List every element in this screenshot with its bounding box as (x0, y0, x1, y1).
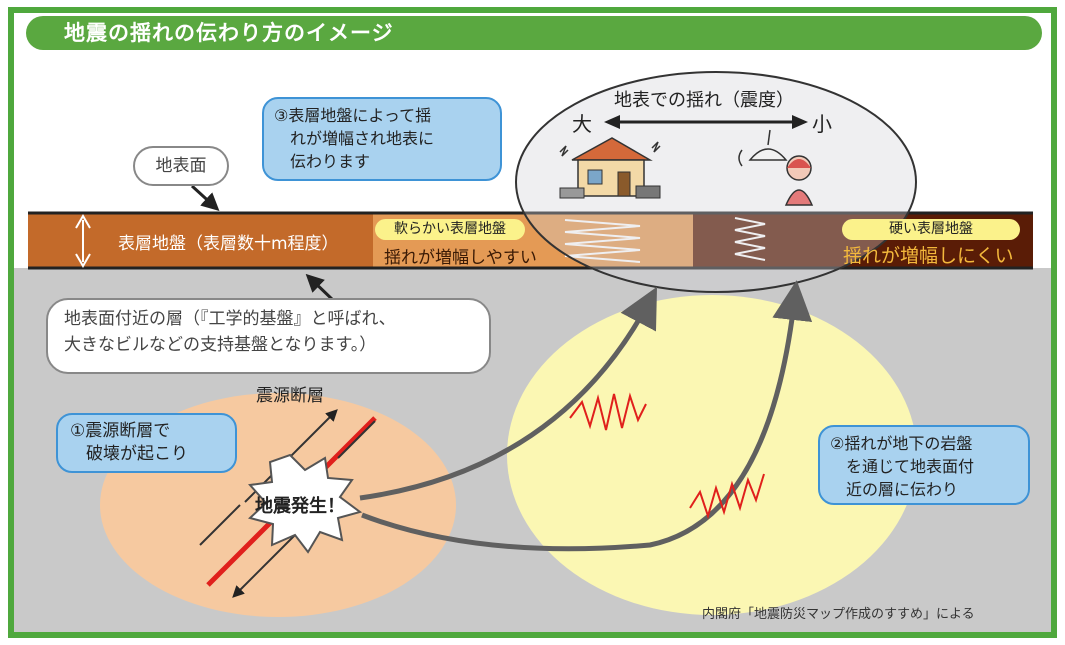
person-icon (784, 155, 814, 206)
earthquake-burst (247, 453, 363, 554)
hard-layer-badge: 硬い表層地盤 (842, 219, 1020, 240)
soft-layer-badge: 軟らかい表層地盤 (375, 219, 525, 240)
step2-callout: ②揺れが地下の岩盤 を通じて地表面付 近の層に伝わり (818, 425, 1030, 505)
propagation-zone (507, 295, 917, 615)
seismic-wave-large (569, 392, 647, 431)
title-bar (26, 16, 1042, 50)
ground-surface-label: 地表面 (133, 146, 229, 186)
earthquake-label: 地震発生！ (255, 496, 345, 517)
source-credit: 内閣府「地震防災マップ作成のすすめ」による (702, 607, 975, 622)
soft-layer-description: 揺れが増幅しやすい (384, 248, 537, 268)
swinging-lamp-icon (738, 129, 788, 167)
wave-path-to-hard-ground (361, 280, 813, 552)
small-label: 小 (812, 112, 832, 136)
step1-callout: ①震源断層で 破壊が起こり (56, 413, 237, 473)
seismic-wave-small (689, 473, 765, 520)
hard-shake-wave (734, 217, 766, 261)
fault-label: 震源断層 (256, 386, 324, 406)
surface-layer-label: 表層地盤（表層数十m程度） (118, 234, 339, 254)
engineering-base-callout: 地表面付近の層（『工学的基盤』と呼ばれ、 大きなビルなどの支持基盤となります。） (46, 298, 491, 374)
diagram-title: 地震の揺れの伝わり方のイメージ (64, 21, 394, 45)
ground-surface-pointer (190, 184, 220, 212)
soft-shake-wave (564, 219, 641, 263)
step3-callout: ③表層地盤によって揺 れが増幅され地表に 伝わります (262, 97, 502, 181)
large-label: 大 (572, 112, 592, 136)
hard-layer-description: 揺れが増幅しにくい (843, 245, 1014, 267)
damaged-house-icon (559, 137, 661, 199)
wave-path-to-soft-ground (359, 286, 658, 501)
shaking-intensity-header: 地表での揺れ（震度） (614, 90, 794, 111)
